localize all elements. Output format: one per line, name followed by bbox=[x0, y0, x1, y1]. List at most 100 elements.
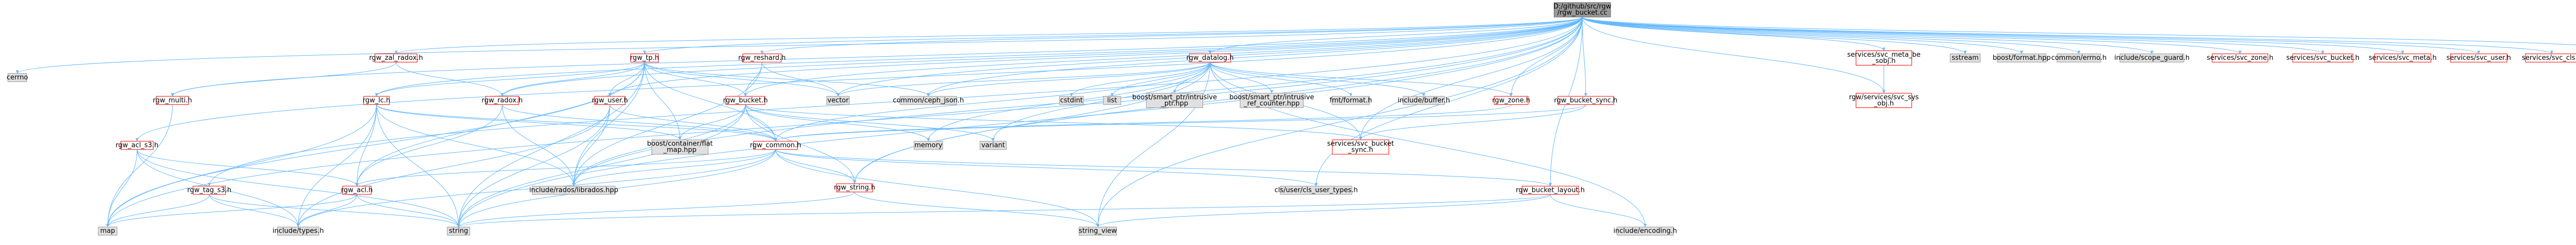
node-cls-user-types[interactable]: cls/user/cls_user_types.h bbox=[1275, 186, 1358, 195]
edge-rgw-reshard-to-include-rados bbox=[573, 62, 762, 186]
edge-root-to-rgw-rgw-multi bbox=[172, 17, 1583, 96]
edge-rgw-common-to-rgw-acl bbox=[357, 149, 776, 187]
node-label: rgw_user.h bbox=[592, 96, 628, 104]
edge-arrowhead bbox=[1096, 224, 1099, 227]
edge-root-to-svc-bucket-sync bbox=[1360, 17, 1583, 140]
node-label: services/svc_bucket bbox=[1327, 140, 1394, 148]
node-box bbox=[1189, 53, 1231, 62]
node-boost-intrusive-ref[interactable]: boost/smart_ptr/intrusive_ref_counter.hp… bbox=[1229, 93, 1314, 108]
node-box bbox=[630, 53, 659, 62]
node-label: services/svc_bucket.h bbox=[2286, 54, 2360, 62]
node-boost-flat-map[interactable]: boost/container/flat_map.hpp bbox=[647, 139, 713, 155]
node-rgw-zone[interactable]: rgw_zone.h bbox=[1492, 96, 1530, 105]
node-fmt-format[interactable]: fmt/format.h bbox=[1330, 96, 1372, 105]
node-root[interactable]: D:/github/src/rgw/rgw_bucket.cc bbox=[1553, 2, 1612, 18]
edge-root-to-rgw-radox bbox=[502, 17, 1583, 96]
node-svc-meta[interactable]: services/svc_meta.h bbox=[2369, 53, 2437, 62]
node-string-view[interactable]: string_view bbox=[1078, 226, 1117, 236]
node-svc-bucket-sync[interactable]: services/svc_bucket_sync.h bbox=[1327, 139, 1394, 155]
node-include-rados[interactable]: include/rados/librados.hpp bbox=[529, 186, 618, 195]
edge-arrowhead bbox=[853, 181, 856, 184]
edge-arrowhead bbox=[296, 224, 300, 227]
node-rgw-common[interactable]: rgw_common.h bbox=[750, 141, 802, 150]
edge-arrowhead bbox=[106, 224, 109, 227]
node-svc-cls[interactable]: services/svc_cls.h bbox=[2522, 53, 2576, 62]
node-box bbox=[1402, 96, 1445, 105]
node-label: _obj.h bbox=[1873, 100, 1894, 107]
node-rgw-bucket-h[interactable]: rgw_bucket.h bbox=[723, 96, 768, 105]
edge-rgw-datalog-to-string-view bbox=[1097, 62, 1211, 227]
node-include-scope-guard[interactable]: include/scope_guard.h bbox=[2114, 53, 2190, 62]
node-rgw-rgw-multi[interactable]: rgw_multi.h bbox=[153, 96, 192, 105]
edge-root-to-rgw-datalog bbox=[1210, 17, 1583, 54]
node-string[interactable]: string bbox=[447, 226, 470, 236]
node-rgw-acl-s3[interactable]: rgw_acl_s3.h bbox=[115, 141, 159, 150]
node-boost-format[interactable]: boost/format.hpp bbox=[1993, 53, 2051, 62]
node-label: include/rados/librados.hpp bbox=[529, 186, 618, 194]
node-label: /rgw_bucket.cc bbox=[1557, 9, 1607, 17]
node-rgw-tp[interactable]: rgw_tp.h bbox=[630, 53, 659, 62]
node-box bbox=[900, 96, 957, 105]
node-svc-bucket[interactable]: services/svc_bucket.h bbox=[2286, 53, 2360, 62]
node-rgw-radox[interactable]: rgw_radox.h bbox=[482, 96, 523, 105]
node-list[interactable]: list bbox=[1103, 96, 1122, 105]
node-label: cstdint bbox=[1060, 96, 1083, 104]
node-common-errno[interactable]: common/errno.h bbox=[2051, 53, 2107, 62]
edge-rgw-lc-to-map bbox=[107, 104, 377, 227]
node-map[interactable]: map bbox=[98, 226, 117, 236]
node-rgw-reshard[interactable]: rgw_reshard.h bbox=[738, 53, 786, 62]
node-sstream[interactable]: sstream bbox=[1950, 53, 1981, 62]
node-svc-zone[interactable]: services/svc_zone.h bbox=[2207, 53, 2273, 62]
node-rgw-acl[interactable]: rgw_acl.h bbox=[341, 186, 373, 195]
node-rgw-bucket-sync[interactable]: rgw_bucket_sync.h bbox=[1554, 96, 1617, 105]
edge-root-to-rgw-acl-s3 bbox=[137, 17, 1583, 141]
node-label: boost/format.hpp bbox=[1993, 54, 2051, 62]
node-label: rgw_tp.h bbox=[630, 54, 659, 62]
node-svc-user[interactable]: services/svc_user.h bbox=[2446, 53, 2511, 62]
node-box bbox=[363, 96, 390, 105]
node-box bbox=[277, 226, 319, 236]
node-box bbox=[1280, 186, 1352, 195]
edge-rgw-acl-s3-to-string bbox=[137, 149, 459, 227]
node-include-types[interactable]: include/types.h bbox=[273, 226, 324, 236]
node-rgw-datalog[interactable]: rgw_datalog.h bbox=[1187, 53, 1234, 62]
node-label: services/svc_cls.h bbox=[2522, 54, 2576, 62]
node-cstdint[interactable]: cstdint bbox=[1059, 96, 1084, 105]
edge-rgw-bucket-h-to-memory bbox=[745, 104, 929, 141]
edge-arrowhead bbox=[1422, 93, 1426, 96]
node-rgw-string[interactable]: rgw_string.h bbox=[834, 183, 875, 192]
node-rgw-bucket-layout[interactable]: rgw_bucket_layout.h bbox=[1516, 186, 1585, 195]
node-rgw-svc-sys-obj[interactable]: rgw/services/svc_sys_obj.h bbox=[1849, 93, 1919, 108]
edge-rgw-bucket-h-to-string bbox=[458, 104, 746, 227]
node-label: services/svc_zone.h bbox=[2207, 54, 2273, 62]
edge-rgw-string-to-string-view bbox=[854, 192, 1098, 227]
edge-rgw-common-to-string bbox=[458, 149, 776, 227]
node-label: _ptr.hpp bbox=[1160, 100, 1188, 107]
node-rgw-user[interactable]: rgw_user.h bbox=[592, 96, 628, 105]
edge-rgw-reshard-to-vector bbox=[761, 62, 839, 96]
node-box bbox=[836, 183, 873, 192]
node-boost-intrusive-ptr[interactable]: boost/smart_ptr/intrusive_ptr.hpp bbox=[1132, 93, 1217, 108]
node-include-encoding[interactable]: include/encoding.h bbox=[1614, 226, 1677, 236]
node-common-ceph-json[interactable]: common/ceph_json.h bbox=[893, 96, 964, 105]
node-cerrno[interactable]: cerrno bbox=[7, 73, 28, 82]
edge-root-to-rgw-lc bbox=[376, 17, 1583, 96]
node-rgw-lc[interactable]: rgw_lc.h bbox=[363, 96, 391, 105]
node-include-buffer[interactable]: include/buffer.h bbox=[1398, 96, 1450, 105]
node-rgw-zal-radox[interactable]: rgw_zal_radox.h bbox=[369, 53, 423, 62]
edge-rgw-bucket-h-to-rgw-string bbox=[745, 104, 855, 184]
edge-arrowhead bbox=[760, 51, 764, 54]
node-svc-meta-be-sobj[interactable]: services/svc_meta_be_sobj.h bbox=[1847, 50, 1921, 66]
edge-rgw-common-to-rgw-bucket-layout bbox=[775, 149, 1551, 187]
edge-arrowhead bbox=[743, 93, 747, 96]
edge-rgw-common-to-include-rados bbox=[573, 149, 776, 187]
node-memory[interactable]: memory bbox=[913, 141, 943, 150]
node-rgw-tag-s3[interactable]: rgw_tag_s3.h bbox=[187, 186, 231, 195]
node-vector[interactable]: vector bbox=[826, 96, 850, 105]
edge-rgw-lc-to-rgw-acl bbox=[357, 104, 377, 186]
edge-arrowhead bbox=[1584, 93, 1587, 96]
node-label: _map.hpp bbox=[663, 146, 697, 154]
edge-arrowhead bbox=[926, 93, 930, 96]
node-variant[interactable]: variant bbox=[979, 141, 1007, 150]
edge-rgw-user-to-include-types bbox=[298, 104, 611, 227]
